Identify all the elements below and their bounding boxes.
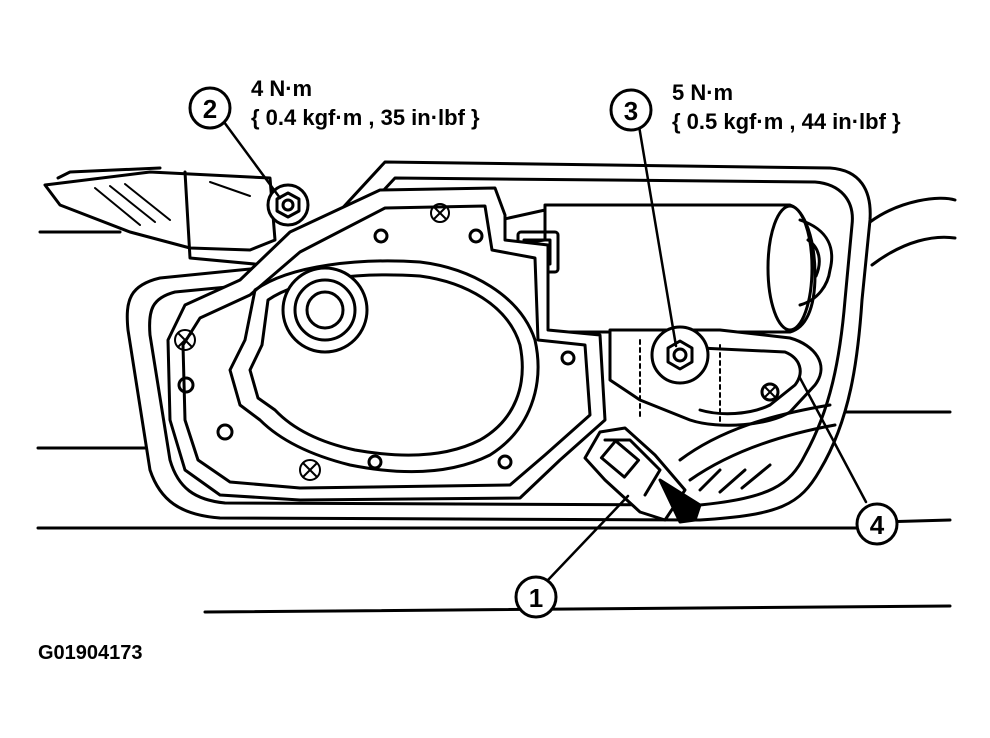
callout-4-label: 4 bbox=[870, 510, 885, 540]
gear-housing bbox=[166, 183, 607, 502]
torque-spec-3-value: 5 N·m bbox=[672, 80, 734, 105]
callout-3-label: 3 bbox=[624, 96, 638, 126]
torque-spec-3: 5 N·m { 0.5 kgf·m , 44 in·lbf } bbox=[672, 78, 901, 136]
callout-2-label: 2 bbox=[203, 94, 217, 124]
torque-spec-2: 4 N·m { 0.4 kgf·m , 35 in·lbf } bbox=[251, 74, 480, 132]
motor-body bbox=[498, 203, 834, 334]
callout-bubble-1: 1 bbox=[514, 575, 558, 619]
trim-bracket bbox=[43, 166, 277, 267]
motor-mount-bracket bbox=[608, 325, 823, 427]
torque-spec-2-alt: { 0.4 kgf·m , 35 in·lbf } bbox=[251, 105, 480, 130]
figure-id: G01904173 bbox=[38, 642, 143, 664]
body-panel-lines bbox=[36, 196, 957, 614]
callout-1-label: 1 bbox=[529, 583, 543, 613]
motor-connector bbox=[583, 403, 837, 524]
callout-bubble-4: 4 bbox=[855, 502, 899, 546]
leader-lines bbox=[222, 120, 868, 582]
torque-spec-3-alt: { 0.5 kgf·m , 44 in·lbf } bbox=[672, 109, 901, 134]
callout-bubble-3: 3 bbox=[609, 88, 653, 132]
callout-bubble-2: 2 bbox=[188, 86, 232, 130]
torque-spec-2-value: 4 N·m bbox=[251, 76, 313, 101]
